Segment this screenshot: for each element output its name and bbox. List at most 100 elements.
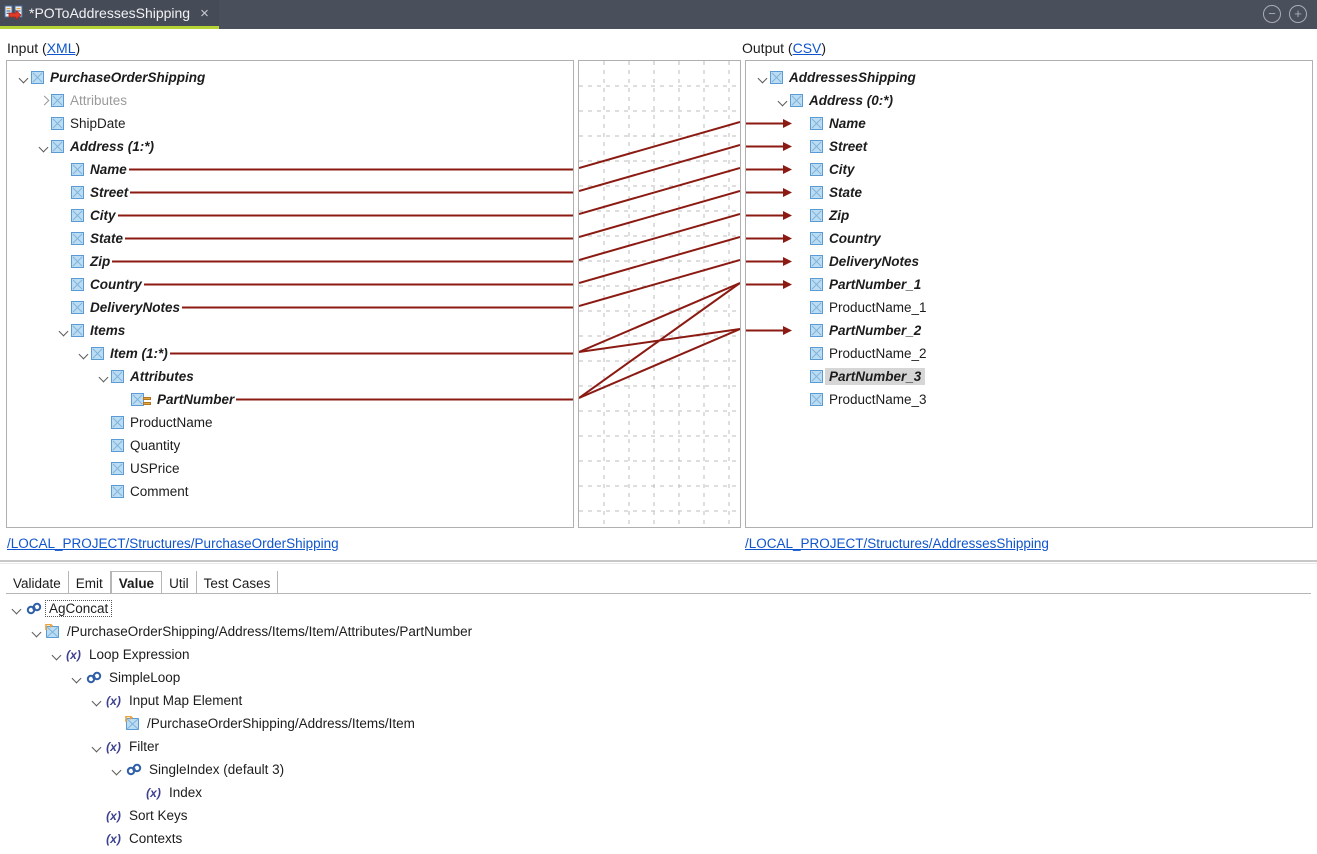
element-checkbox-icon[interactable] <box>810 393 823 406</box>
element-checkbox-icon[interactable] <box>71 301 84 314</box>
input-tree-node[interactable]: Name <box>57 158 127 181</box>
element-checkbox-icon[interactable] <box>810 117 823 130</box>
element-checkbox-icon[interactable] <box>111 416 124 429</box>
element-checkbox-icon[interactable] <box>810 347 823 360</box>
element-checkbox-icon[interactable] <box>71 232 84 245</box>
output-tree-node[interactable]: State <box>796 181 862 204</box>
output-tree-node[interactable]: PartNumber_3 <box>796 365 926 388</box>
attribute-element-icon[interactable] <box>131 393 151 406</box>
minimize-button[interactable]: − <box>1263 5 1281 23</box>
output-tree-node[interactable]: AddressesShipping <box>756 66 916 89</box>
value-expression-tree[interactable]: AgConcat/PurchaseOrderShipping/Address/I… <box>0 596 1317 854</box>
input-tree-node[interactable]: Address (1:*) <box>37 135 154 158</box>
chevron-down-icon[interactable] <box>50 643 64 666</box>
bottom-tab-validate[interactable]: Validate <box>6 571 69 594</box>
element-checkbox-icon[interactable] <box>790 94 803 107</box>
element-checkbox-icon[interactable] <box>71 163 84 176</box>
bottom-tab-value[interactable]: Value <box>110 571 163 594</box>
input-tree-node[interactable]: Street <box>57 181 128 204</box>
value-tree-node[interactable]: SingleIndex (default 3) <box>110 758 284 781</box>
element-checkbox-icon[interactable] <box>71 255 84 268</box>
element-checkbox-icon[interactable] <box>111 462 124 475</box>
input-tree-node[interactable]: Quantity <box>97 434 180 457</box>
element-checkbox-icon[interactable] <box>111 485 124 498</box>
editor-tab[interactable]: *POToAddressesShipping × <box>0 0 219 29</box>
value-tree-node[interactable]: (x)Loop Expression <box>50 643 189 666</box>
bottom-tab-emit[interactable]: Emit <box>69 571 111 594</box>
input-tree-node[interactable]: PartNumber <box>117 388 234 411</box>
element-checkbox-icon[interactable] <box>71 209 84 222</box>
input-tree-node[interactable]: Attributes <box>37 89 127 112</box>
chevron-down-icon[interactable] <box>30 620 44 643</box>
close-icon[interactable]: × <box>200 4 209 22</box>
element-checkbox-icon[interactable] <box>810 324 823 337</box>
input-structure-path-link[interactable]: /LOCAL_PROJECT/Structures/PurchaseOrderS… <box>7 536 339 551</box>
input-tree-node[interactable]: Items <box>57 319 125 342</box>
chevron-down-icon[interactable] <box>10 597 24 620</box>
chevron-down-icon[interactable] <box>57 319 71 342</box>
value-tree-node[interactable]: (x)Index <box>130 781 202 804</box>
output-tree-node[interactable]: DeliveryNotes <box>796 250 919 273</box>
chevron-down-icon[interactable] <box>97 365 111 388</box>
input-tree-node[interactable]: City <box>57 204 116 227</box>
chevron-down-icon[interactable] <box>70 666 84 689</box>
output-format-link[interactable]: CSV <box>792 40 822 56</box>
input-tree-node[interactable]: USPrice <box>97 457 180 480</box>
element-checkbox-icon[interactable] <box>810 186 823 199</box>
chevron-down-icon[interactable] <box>90 735 104 758</box>
element-checkbox-icon[interactable] <box>770 71 783 84</box>
value-tree-node[interactable]: (x)Sort Keys <box>90 804 187 827</box>
output-tree-node[interactable]: PartNumber_1 <box>796 273 921 296</box>
element-checkbox-icon[interactable] <box>51 94 64 107</box>
output-tree-node[interactable]: Street <box>796 135 867 158</box>
element-checkbox-icon[interactable] <box>810 255 823 268</box>
element-checkbox-icon[interactable] <box>810 163 823 176</box>
value-tree-node[interactable]: (x)Filter <box>90 735 159 758</box>
input-tree-node[interactable]: Attributes <box>97 365 194 388</box>
output-tree-node[interactable]: ProductName_3 <box>796 388 927 411</box>
output-tree-node[interactable]: Country <box>796 227 881 250</box>
maximize-button[interactable]: + <box>1289 5 1307 23</box>
element-checkbox-icon[interactable] <box>91 347 104 360</box>
mapping-grid-canvas[interactable] <box>578 60 741 528</box>
element-checkbox-icon[interactable] <box>810 140 823 153</box>
output-tree-node[interactable]: ProductName_1 <box>796 296 927 319</box>
element-checkbox-icon[interactable] <box>810 370 823 383</box>
chevron-down-icon[interactable] <box>17 66 31 89</box>
chevron-down-icon[interactable] <box>37 135 51 158</box>
bottom-tab-util[interactable]: Util <box>162 571 197 594</box>
value-tree-node[interactable]: (x)Input Map Element <box>90 689 242 712</box>
element-checkbox-icon[interactable] <box>31 71 44 84</box>
element-checkbox-icon[interactable] <box>71 186 84 199</box>
element-checkbox-icon[interactable] <box>810 301 823 314</box>
element-checkbox-icon[interactable] <box>51 140 64 153</box>
element-checkbox-icon[interactable] <box>111 439 124 452</box>
element-checkbox-icon[interactable] <box>71 324 84 337</box>
input-tree-node[interactable]: PurchaseOrderShipping <box>17 66 205 89</box>
input-tree-node[interactable]: Zip <box>57 250 110 273</box>
chevron-down-icon[interactable] <box>77 342 91 365</box>
chevron-down-icon[interactable] <box>90 689 104 712</box>
value-tree-node[interactable]: AgConcat <box>10 597 113 620</box>
element-checkbox-icon[interactable] <box>810 209 823 222</box>
input-tree-node[interactable]: DeliveryNotes <box>57 296 180 319</box>
element-checkbox-icon[interactable] <box>71 278 84 291</box>
input-tree-node[interactable]: Comment <box>97 480 189 503</box>
input-tree-node[interactable]: ProductName <box>97 411 213 434</box>
value-tree-node[interactable]: /PurchaseOrderShipping/Address/Items/Ite… <box>110 712 415 735</box>
element-checkbox-icon[interactable] <box>810 278 823 291</box>
output-tree-node[interactable]: Name <box>796 112 866 135</box>
element-checkbox-icon[interactable] <box>51 117 64 130</box>
chevron-down-icon[interactable] <box>776 89 790 112</box>
output-tree-node[interactable]: Zip <box>796 204 849 227</box>
input-tree-node[interactable]: Item (1:*) <box>77 342 168 365</box>
output-tree-node[interactable]: ProductName_2 <box>796 342 927 365</box>
value-tree-node[interactable]: SimpleLoop <box>70 666 180 689</box>
input-format-link[interactable]: XML <box>46 40 76 56</box>
element-checkbox-icon[interactable] <box>810 232 823 245</box>
chevron-down-icon[interactable] <box>110 758 124 781</box>
value-tree-node[interactable]: (x)Contexts <box>90 827 182 850</box>
